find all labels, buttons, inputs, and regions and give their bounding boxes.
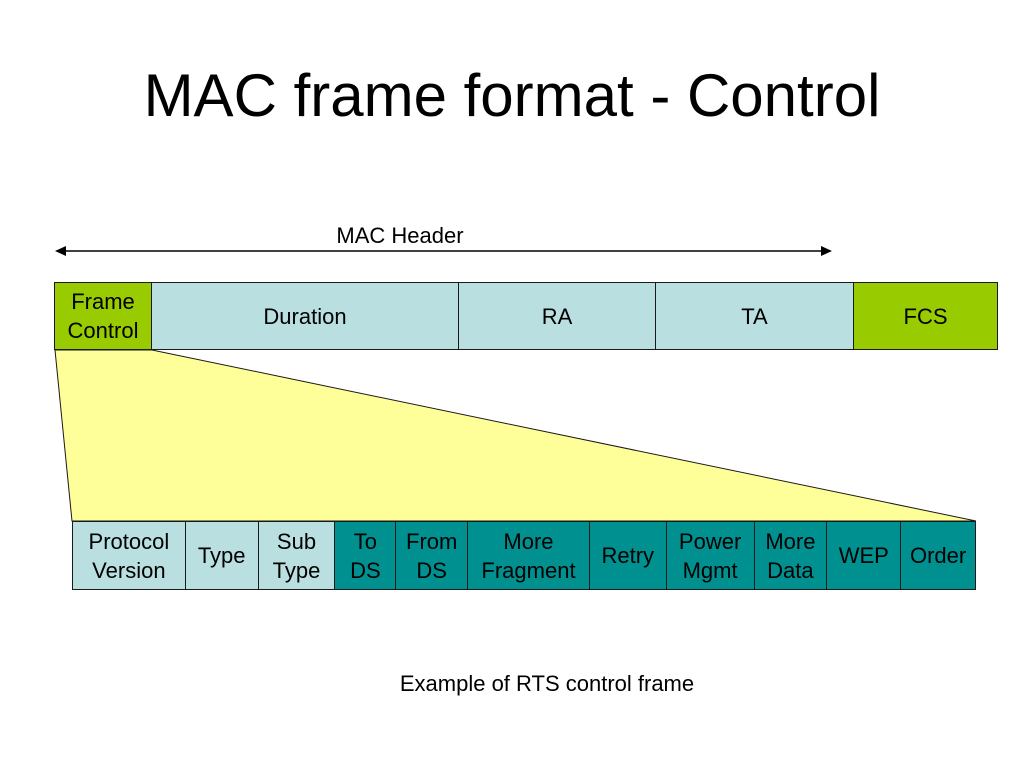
- field-label: Order: [909, 543, 967, 568]
- field-protocol-version: Protocol Version: [72, 521, 186, 590]
- field-label: More Fragment: [481, 528, 576, 583]
- field-order: Order: [900, 521, 977, 590]
- field-retry: Retry: [588, 521, 667, 590]
- field-label: TA: [741, 303, 768, 329]
- slide-title: MAC frame format - Control: [143, 62, 881, 129]
- diagram-caption: Example of RTS control frame: [399, 671, 695, 696]
- field-label: FCS: [903, 303, 948, 329]
- field-label: To DS: [350, 528, 381, 583]
- field-more-fragment: More Fragment: [467, 521, 590, 590]
- field-wep: WEP: [826, 521, 902, 590]
- field-label: Type: [197, 543, 246, 568]
- field-more-data: More Data: [753, 521, 828, 590]
- mac-header-arrow-left-head: [55, 246, 66, 256]
- frame-control-expansion: [54, 349, 977, 522]
- field-to-ds: To DS: [334, 521, 397, 590]
- field-type: Type: [184, 521, 259, 590]
- field-label: Power Mgmt: [678, 528, 742, 583]
- mac-header-label: MAC Header: [336, 223, 464, 248]
- frame-control-row: Protocol Version Type Sub Type To DS Fro…: [72, 521, 977, 590]
- mac-header-arrow-right-head: [821, 246, 832, 256]
- field-label: Protocol Version: [88, 528, 170, 583]
- field-sub-type: Sub Type: [257, 521, 336, 590]
- mac-frame-row: Frame Control Duration RA TA FCS: [54, 282, 998, 350]
- field-ta: TA: [655, 282, 854, 350]
- field-from-ds: From DS: [395, 521, 469, 590]
- field-label: RA: [541, 303, 573, 329]
- field-label: Frame Control: [67, 289, 139, 343]
- field-label: WEP: [838, 543, 889, 568]
- field-power-mgmt: Power Mgmt: [665, 521, 755, 590]
- field-label: Sub Type: [272, 528, 321, 583]
- field-ra: RA: [458, 282, 656, 350]
- field-label: More Data: [765, 528, 816, 583]
- field-label: Retry: [601, 543, 655, 568]
- field-duration: Duration: [151, 282, 459, 350]
- field-label: From DS: [406, 528, 458, 583]
- field-fcs: FCS: [853, 282, 998, 350]
- field-label: Duration: [263, 303, 347, 329]
- field-frame-control: Frame Control: [54, 282, 152, 350]
